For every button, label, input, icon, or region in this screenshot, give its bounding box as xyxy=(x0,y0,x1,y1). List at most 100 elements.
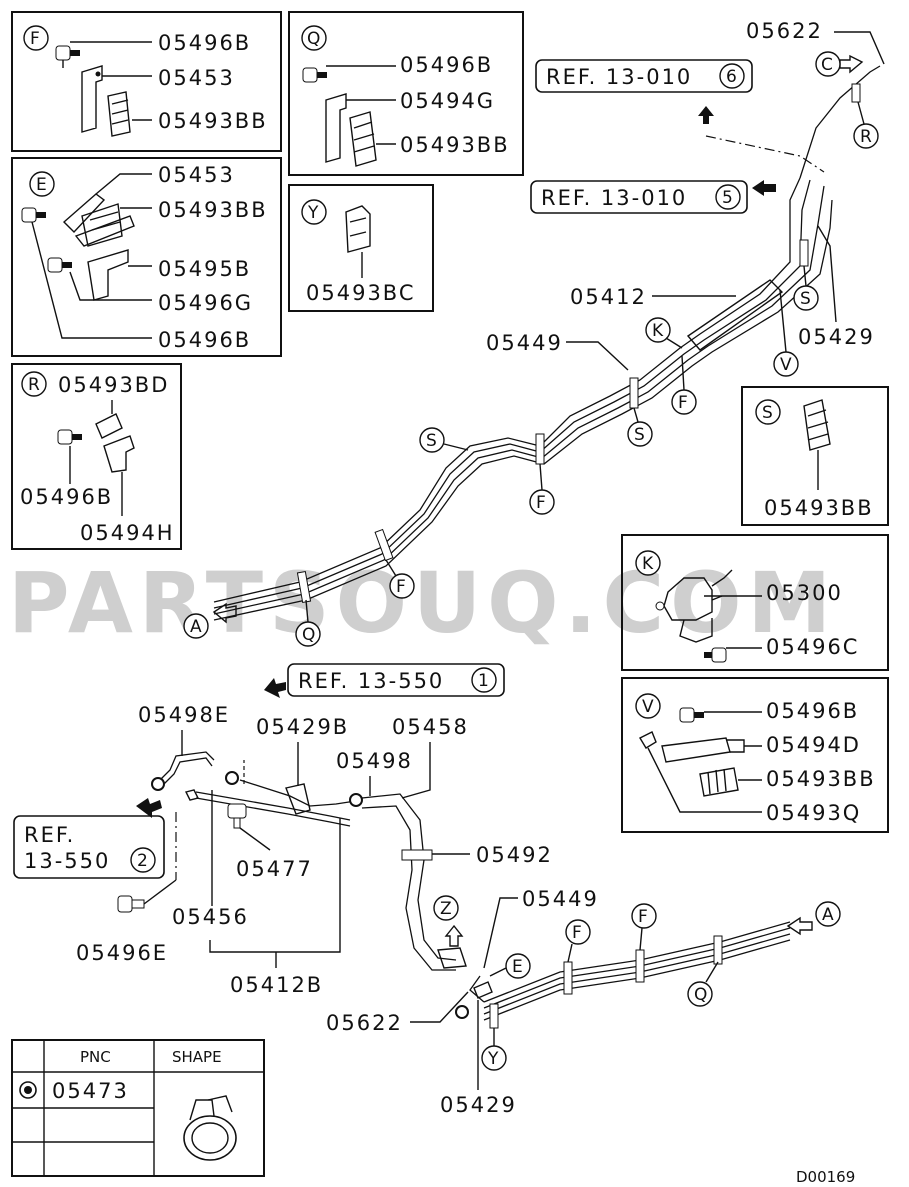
inset-s-frame xyxy=(741,386,889,526)
leader-line xyxy=(209,818,341,953)
part-label: 05493BD xyxy=(58,373,169,397)
part-label: 05493BB xyxy=(400,133,510,157)
part-label: 05429 xyxy=(798,325,875,349)
inset-s-callout-letter: S xyxy=(762,403,773,423)
leader-line xyxy=(31,221,152,339)
clamp-f2 xyxy=(535,433,545,465)
dash-line xyxy=(705,135,825,173)
clip-icon xyxy=(345,205,371,253)
clamp-05492 xyxy=(401,849,433,861)
inset-f-callout-circle xyxy=(23,25,49,51)
ref-13-550-1: REF. 13-550 1 xyxy=(287,663,505,697)
part-label: 05496B xyxy=(158,31,251,55)
inset-r-callout-letter: R xyxy=(28,375,40,395)
inset-e: E 05453 05493BB 05495B 05496G 05496B xyxy=(11,157,282,357)
ref-num-circle xyxy=(130,847,156,873)
legend-pnc-value: 05473 xyxy=(52,1079,129,1103)
part-label: 05496E xyxy=(76,941,168,965)
bolt-icon xyxy=(55,45,80,68)
inset-r-frame xyxy=(11,363,182,550)
clamp-r xyxy=(851,83,861,103)
callout-y: Y xyxy=(487,1049,499,1069)
leader-line xyxy=(410,991,469,1023)
leader-line xyxy=(817,225,837,323)
valve-icon xyxy=(655,569,733,643)
clamp-f xyxy=(635,949,645,983)
part-label: 05493BC xyxy=(306,281,416,305)
part-label: 05493BB xyxy=(764,496,874,520)
clamp-f xyxy=(563,961,573,995)
part-label: 05300 xyxy=(766,581,843,605)
part-label: 05494G xyxy=(400,89,495,113)
part-label: 05429B xyxy=(256,715,349,739)
inset-k-frame xyxy=(621,534,889,671)
legend-header-shape: SHAPE xyxy=(172,1048,222,1066)
bolt-icon xyxy=(704,647,727,663)
leader-line xyxy=(834,31,885,65)
part-label: 05453 xyxy=(158,163,235,187)
clip-icon xyxy=(349,111,377,167)
inset-f-callout-letter: F xyxy=(30,29,40,49)
part-label: 05493BB xyxy=(158,198,268,222)
callout-f: F xyxy=(638,907,648,927)
diagram-code: D00169 xyxy=(796,1168,855,1186)
clip-icon xyxy=(95,413,123,439)
arrow-up-icon xyxy=(698,106,714,124)
clip-icon xyxy=(699,767,739,797)
leader-line xyxy=(401,742,431,799)
inset-v: V 05496B 05494D 05493BB 05493Q xyxy=(621,677,889,833)
clip-icon xyxy=(803,399,831,451)
part-label: 05456 xyxy=(172,905,249,929)
callout-s: S xyxy=(426,431,437,451)
bolt-icon xyxy=(117,895,145,913)
part-label: 05498 xyxy=(336,749,413,773)
inset-s-callout-circle xyxy=(755,399,781,425)
part-label: 05498E xyxy=(138,703,230,727)
ref-label: REF. 13-010 xyxy=(541,186,687,210)
clamp-q xyxy=(713,935,723,965)
ref-label: REF. 13-010 xyxy=(546,65,692,89)
callout-q: Q xyxy=(302,625,315,645)
clip-icon xyxy=(107,91,131,137)
inset-y-callout-letter: Y xyxy=(307,203,319,223)
inset-e-callout-letter: E xyxy=(36,175,47,195)
part-label: 05496C xyxy=(766,635,859,659)
upper-pipe-assembly xyxy=(212,54,881,624)
callout-f: F xyxy=(536,493,546,513)
part-label: 05449 xyxy=(486,331,563,355)
arrow-z-icon xyxy=(444,924,464,947)
inset-v-callout-letter: V xyxy=(642,697,654,717)
arrow-left-icon xyxy=(752,180,776,196)
inset-q-frame xyxy=(288,11,524,176)
part-label: 05492 xyxy=(476,843,553,867)
arrow-c-icon xyxy=(839,54,864,74)
leader-line xyxy=(69,271,152,301)
inset-y-frame xyxy=(288,184,434,312)
inset-y: Y 05493BC xyxy=(288,184,434,312)
callout-s: S xyxy=(800,289,811,309)
ref-label: REF. 13-550 xyxy=(298,669,444,693)
part-label: 05493BB xyxy=(766,767,876,791)
leader-line xyxy=(647,747,762,813)
ref-label: 13-550 xyxy=(24,849,110,873)
inset-v-frame xyxy=(621,677,889,833)
ref-num-circle xyxy=(715,184,741,210)
part-label: 05453 xyxy=(158,66,235,90)
inset-v-callout-circle xyxy=(635,693,661,719)
part-label: 05496G xyxy=(158,291,253,315)
bolt-icon xyxy=(679,707,704,723)
part-label: 05477 xyxy=(236,857,313,881)
callout-a: A xyxy=(190,617,202,637)
bracket-icon xyxy=(103,435,135,473)
inset-r-callout-circle xyxy=(21,371,47,397)
lower-pipe-assembly xyxy=(117,751,813,1029)
inset-y-callout-circle xyxy=(301,199,327,225)
ref-num: 6 xyxy=(726,67,737,87)
callout-s: S xyxy=(634,425,645,445)
clip-icon xyxy=(81,203,123,247)
part-label: 05458 xyxy=(392,715,469,739)
upper-callouts: A Q F S F S F K V S R C xyxy=(183,51,879,647)
part-label: 05412 xyxy=(570,285,647,309)
clamp-s2 xyxy=(799,239,809,267)
arrow-downleft-icon xyxy=(136,798,162,818)
